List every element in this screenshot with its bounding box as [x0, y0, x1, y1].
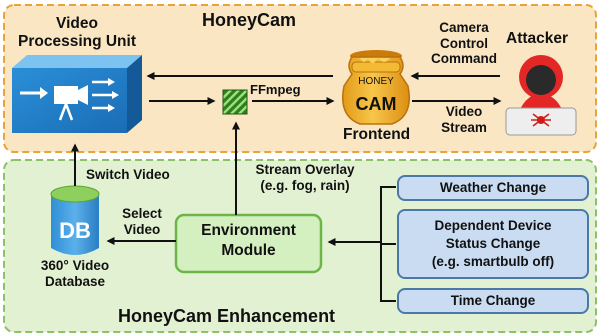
database-icon-text: DB — [59, 218, 91, 243]
dependent-device-line1: Dependent Device — [434, 217, 552, 233]
camera-control-line1: Camera — [439, 20, 489, 35]
vpu-label: Video Processing Unit — [14, 15, 140, 51]
time-change-box: Time Change — [397, 288, 589, 314]
attacker-icon — [505, 55, 577, 136]
select-video-label: Select Video — [112, 206, 172, 237]
database-label-line2: Database — [44, 273, 106, 289]
stream-overlay-line2: (e.g. fog, rain) — [260, 177, 350, 193]
dependent-device-text: Dependent Device Status Change (e.g. sma… — [432, 217, 554, 272]
honeycam-logo-text-bottom: CAM — [356, 94, 397, 114]
attacker-label: Attacker — [506, 30, 569, 47]
time-change-label: Time Change — [450, 292, 536, 308]
event-bracket — [380, 186, 396, 302]
switch-video-label: Switch Video — [86, 167, 170, 182]
environment-module-label: Environment Module — [176, 221, 321, 261]
environment-module-line2: Module — [221, 242, 276, 260]
video-stream-label: Video Stream — [425, 104, 503, 135]
camera-control-line3: Command — [430, 51, 497, 67]
database-label: 360° Video Database — [20, 258, 130, 289]
video-stream-line2: Stream — [441, 119, 487, 135]
camera-control-label: Camera Control Command — [418, 20, 510, 67]
enhancement-title: HoneyCam Enhancement — [118, 306, 336, 326]
select-video-line1: Select — [122, 206, 162, 221]
database-icon — [50, 185, 100, 255]
frontend-label: Frontend — [343, 126, 411, 143]
honeycam-logo-text-top: HONEY — [358, 76, 394, 87]
vpu-label-line2: Processing Unit — [18, 32, 136, 50]
database-label-line1: 360° Video — [40, 258, 110, 273]
video-processing-unit-icon — [12, 55, 142, 133]
environment-module-box — [174, 213, 323, 274]
ffmpeg-icon — [222, 89, 248, 115]
vpu-label-line1: Video — [56, 15, 98, 32]
honeycam-title: HoneyCam — [202, 10, 297, 30]
dependent-device-line3: (e.g. smartbulb off) — [431, 254, 555, 270]
camera-control-line2: Control — [440, 35, 488, 51]
stream-overlay-label: Stream Overlay (e.g. fog, rain) — [240, 162, 370, 193]
ffmpeg-label: FFmpeg — [250, 82, 301, 97]
weather-change-label: Weather Change — [439, 179, 547, 195]
stream-overlay-line1: Stream Overlay — [255, 162, 355, 177]
dependent-device-box: Dependent Device Status Change (e.g. sma… — [397, 209, 589, 279]
dependent-device-line2: Status Change — [445, 235, 541, 251]
honeycam-region — [3, 4, 597, 153]
honeycam-logo-icon — [342, 50, 410, 125]
environment-module-line1: Environment — [201, 222, 296, 239]
video-stream-line1: Video — [445, 104, 483, 119]
select-video-line2: Video — [123, 221, 161, 237]
weather-change-box: Weather Change — [397, 175, 589, 201]
